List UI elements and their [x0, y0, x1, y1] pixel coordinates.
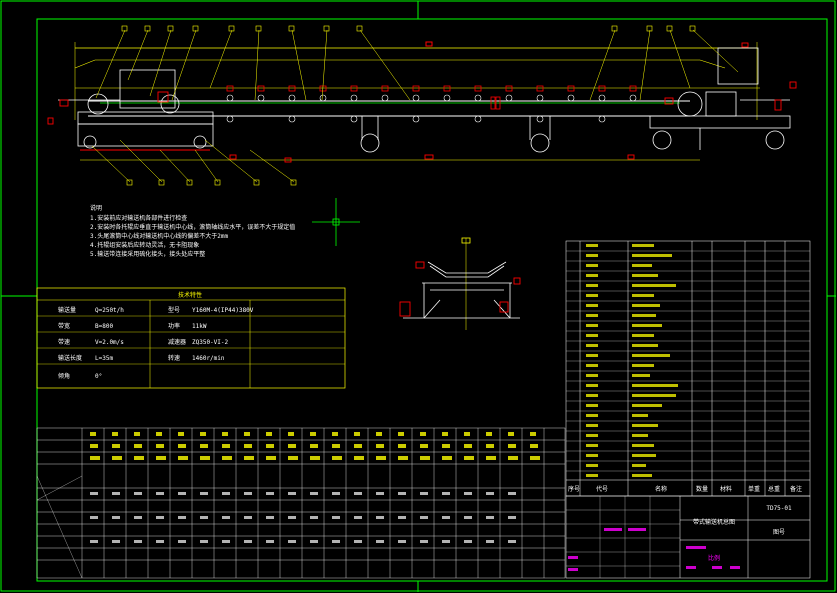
- parts-list: [565, 240, 811, 497]
- technical-notes: 说明 1.安装前应对输送机各部件进行检查 2.安装时各托辊应垂直于输送机中心线，…: [90, 204, 295, 258]
- svg-text:4.托辊组安装后应转动灵活，无卡阻现象: 4.托辊组安装后应转动灵活，无卡阻现象: [90, 241, 199, 249]
- svg-text:倾角: 倾角: [58, 372, 70, 380]
- svg-text:单重: 单重: [748, 485, 760, 493]
- svg-text:总重: 总重: [768, 485, 780, 493]
- svg-text:输送长度: 输送长度: [58, 354, 82, 362]
- svg-text:2.安装时各托辊应垂直于输送机中心线，滚筒轴线应水平，误差不: 2.安装时各托辊应垂直于输送机中心线，滚筒轴线应水平，误差不大于规定值: [90, 223, 295, 231]
- svg-text:11kW: 11kW: [192, 323, 207, 330]
- svg-text:转速: 转速: [168, 354, 180, 362]
- return-idlers: [226, 115, 606, 123]
- scale-label: 比例: [708, 554, 720, 562]
- svg-text:带宽: 带宽: [58, 322, 70, 330]
- svg-text:1.安装前应对输送机各部件进行检查: 1.安装前应对输送机各部件进行检查: [90, 214, 187, 222]
- svg-text:ZQ350-VI-2: ZQ350-VI-2: [192, 339, 229, 346]
- svg-text:材料: 材料: [720, 485, 732, 493]
- spec-table-title: 技术特性: [178, 291, 202, 299]
- conveyor-elevation: [47, 25, 797, 186]
- idler-brackets: [226, 85, 637, 110]
- support-legs: [360, 116, 551, 153]
- svg-text:Y160M-4(IP44)380V: Y160M-4(IP44)380V: [192, 307, 254, 314]
- title-block: [565, 495, 811, 579]
- svg-text:Q=250t/h: Q=250t/h: [95, 307, 124, 314]
- cross-section-view: [403, 237, 520, 330]
- cover-outline: [74, 59, 726, 69]
- drawing-title: 带式输送机总图: [693, 518, 735, 526]
- parts-list-headers: 序号 代号 名称 数量 材料 单重 总重 备注: [568, 485, 802, 493]
- carrying-idlers: [226, 94, 637, 102]
- drawing-number: TD75-01: [766, 505, 792, 512]
- spec-table: 技术特性 输送量 Q=250t/h 带宽 B=800 带速 V=2.0m/s 输…: [36, 287, 346, 389]
- svg-text:1460r/min: 1460r/min: [192, 355, 225, 362]
- tail-section: [58, 69, 214, 149]
- head-section: [649, 47, 791, 150]
- item-balloons-top: [121, 25, 696, 32]
- sheet-label: 图号: [773, 529, 785, 536]
- svg-text:减速器: 减速器: [168, 338, 186, 346]
- svg-text:0°: 0°: [95, 373, 102, 380]
- svg-text:型号: 型号: [168, 306, 180, 314]
- leader-lines-top: [95, 29, 739, 101]
- leader-lines-bottom: [91, 139, 295, 183]
- svg-text:输送量: 输送量: [58, 306, 76, 314]
- svg-text:代号: 代号: [596, 485, 608, 493]
- svg-text:功率: 功率: [168, 322, 180, 330]
- svg-text:名称: 名称: [655, 485, 667, 493]
- item-balloons-bottom: [126, 179, 297, 186]
- crosshair-cursor: [312, 198, 360, 246]
- svg-text:3.头尾滚筒中心线对输送机中心线的偏差不大于2mm: 3.头尾滚筒中心线对输送机中心线的偏差不大于2mm: [90, 232, 228, 240]
- notes-heading: 说明: [90, 204, 102, 212]
- svg-text:序号: 序号: [568, 485, 580, 493]
- svg-text:L=35m: L=35m: [95, 355, 113, 362]
- svg-text:带速: 带速: [58, 338, 70, 346]
- svg-text:数量: 数量: [696, 485, 708, 493]
- svg-text:备注: 备注: [790, 485, 802, 493]
- svg-text:5.输送带连接采用硫化接头，接头处应平整: 5.输送带连接采用硫化接头，接头处应平整: [90, 250, 205, 258]
- svg-text:B=800: B=800: [95, 323, 113, 330]
- svg-text:V=2.0m/s: V=2.0m/s: [95, 339, 124, 346]
- revision-grid: [36, 427, 566, 579]
